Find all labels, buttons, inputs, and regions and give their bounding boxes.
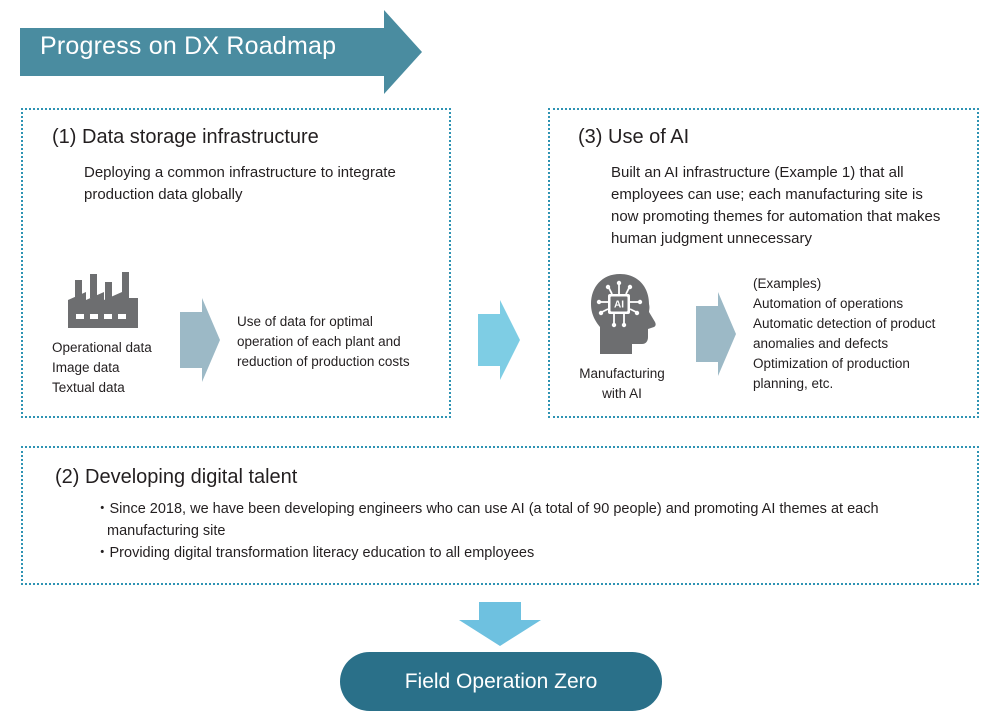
panel-digital-talent: [21, 446, 979, 585]
arrow-right-icon: [696, 292, 736, 376]
ai-head-icon: AI: [591, 274, 656, 354]
banner-title: Progress on DX Roadmap: [40, 32, 337, 60]
ai-chip-label: AI: [614, 300, 624, 311]
arrow-down-icon: [459, 602, 541, 646]
goal-pill: Field Operation Zero: [340, 652, 662, 711]
use-of-ai-description: Built an AI infrastructure (Example 1) t…: [611, 164, 941, 247]
arrow-right-icon: [180, 298, 220, 382]
use-of-ai-heading: (3) Use of AI: [578, 126, 690, 148]
arrow-right-icon: [478, 300, 520, 380]
data-types-list: Operational data Image data Textual data: [52, 340, 152, 395]
ai-examples-list: (Examples) Automation of operations Auto…: [753, 276, 936, 391]
ai-icon-caption: Manufacturing with AI: [579, 366, 665, 401]
goal-label: Field Operation Zero: [404, 669, 598, 693]
digital-talent-heading: (2) Developing digital talent: [55, 466, 298, 488]
factory-icon: [68, 272, 138, 328]
digital-talent-bullets: ・Since 2018, we have been developing eng…: [95, 501, 879, 561]
panel-use-of-ai: [548, 108, 979, 418]
banner-arrow: [20, 10, 422, 94]
data-storage-outcome: Use of data for optimal operation of eac…: [237, 314, 410, 369]
data-storage-heading: (1) Data storage infrastructure: [52, 126, 319, 148]
panel-data-storage: [21, 108, 451, 418]
data-storage-description: Deploying a common infrastructure to int…: [84, 164, 396, 203]
